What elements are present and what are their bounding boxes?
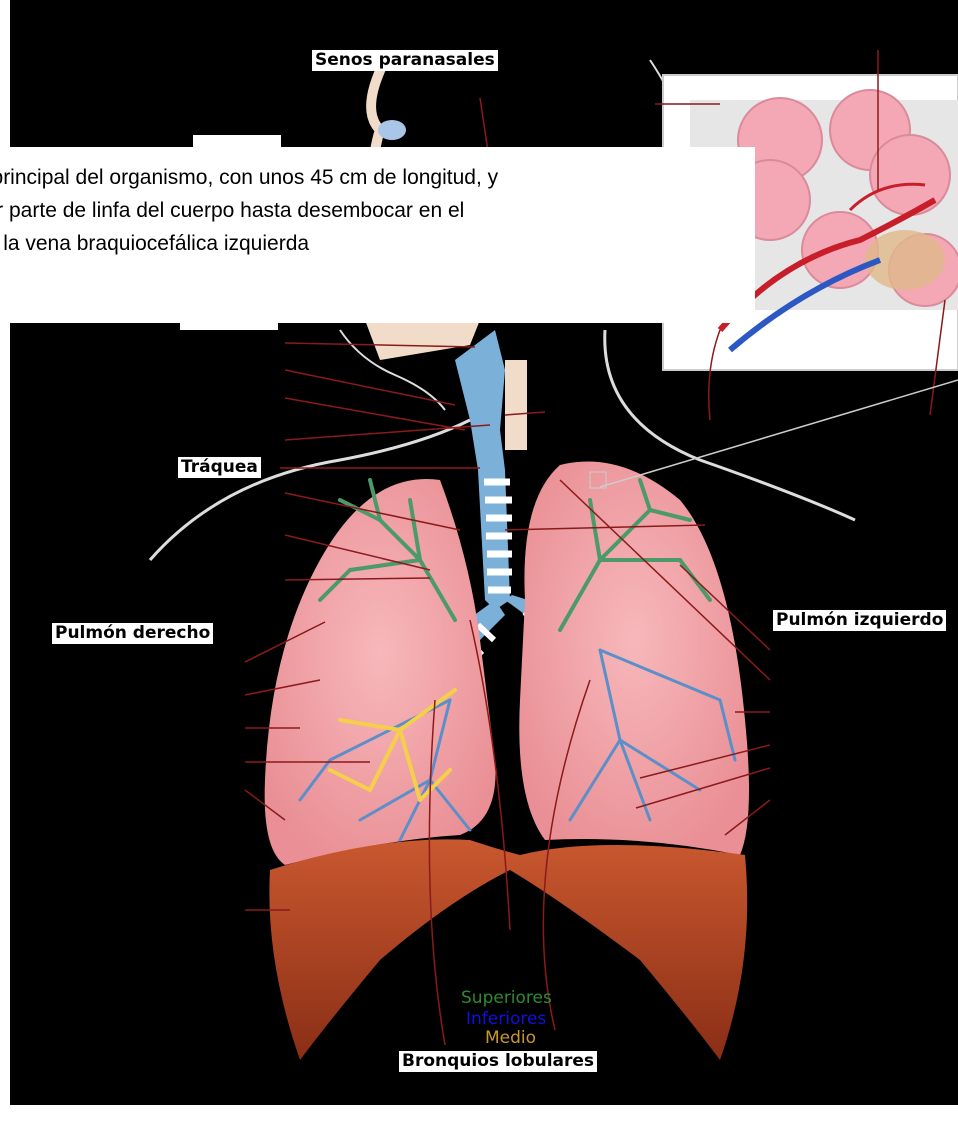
tooltip-line-1: o principal del organismo, con unos 45 c…	[0, 161, 755, 194]
legend-inferiores: Inferiores	[466, 1011, 546, 1028]
tooltip-line-3: en la vena braquiocefálica izquierda	[0, 227, 755, 260]
label-pulmon-izquierdo: Pulmón izquierdo	[773, 610, 946, 631]
tooltip-text: o principal del organismo, con unos 45 c…	[0, 161, 755, 260]
sinus-shape	[378, 120, 406, 140]
label-pulmon-derecho: Pulmón derecho	[52, 623, 213, 644]
legend-medio: Medio	[485, 1030, 536, 1047]
left-lung	[519, 462, 749, 855]
label-traquea: Tráquea	[178, 457, 261, 478]
tooltip-popup: o principal del organismo, con unos 45 c…	[0, 147, 755, 323]
legend-superiores: Superiores	[461, 990, 552, 1007]
label-bronquios-lobulares: Bronquios lobulares	[399, 1051, 597, 1072]
trachea-rings	[484, 482, 512, 590]
tooltip-line-2: yor parte de linfa del cuerpo hasta dese…	[0, 194, 755, 227]
label-senos-paranasales: Senos paranasales	[312, 50, 498, 71]
esophagus	[505, 360, 527, 450]
